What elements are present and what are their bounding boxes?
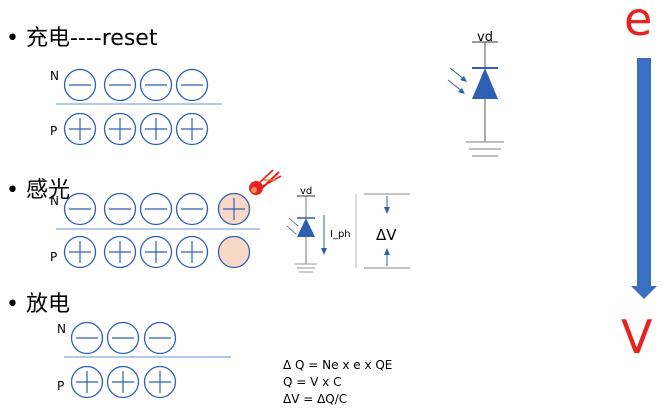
p-cell bbox=[63, 112, 97, 146]
p-cell bbox=[139, 235, 173, 269]
discharge-n-row bbox=[70, 321, 177, 355]
photocurrent-label: I_ph bbox=[330, 229, 351, 240]
n-cell bbox=[175, 192, 209, 226]
ground-icon bbox=[466, 141, 504, 157]
delta-v-label: ΔV bbox=[376, 226, 397, 244]
exposure-n-row bbox=[63, 192, 251, 226]
n-cell bbox=[70, 321, 104, 355]
n-cell bbox=[63, 192, 97, 226]
p-cell bbox=[63, 235, 97, 269]
bullet-dot: • bbox=[6, 292, 19, 317]
bullet-label: 放电 bbox=[25, 292, 70, 317]
small-photodiode-icon bbox=[286, 195, 315, 264]
bullet-exposure: • 感光 bbox=[6, 172, 70, 204]
lit-cell bbox=[217, 235, 251, 269]
capacitor-icon bbox=[355, 193, 410, 269]
n-cell bbox=[106, 321, 140, 355]
photon-comet-icon bbox=[249, 169, 282, 195]
n-layer-label-1: N bbox=[50, 69, 59, 83]
p-cell bbox=[175, 235, 209, 269]
n-cell bbox=[175, 68, 209, 102]
n-cell bbox=[139, 192, 173, 226]
p-cell bbox=[103, 112, 137, 146]
small-ground-icon bbox=[295, 263, 317, 273]
electron-letter: e bbox=[624, 0, 653, 46]
p-cell bbox=[103, 235, 137, 269]
pixel-supply-label: vd bbox=[477, 30, 493, 45]
bullet-label: 充电----reset bbox=[25, 26, 158, 51]
reset-n-row bbox=[63, 68, 209, 102]
p-cell bbox=[70, 365, 104, 399]
bullet-dot: • bbox=[6, 178, 19, 203]
p-layer-label-2: P bbox=[50, 250, 58, 264]
bullet-charge-reset: • 充电----reset bbox=[6, 20, 157, 52]
equation-charge: Δ Q = Ne x e x QE bbox=[283, 358, 393, 372]
p-layer-label-3: P bbox=[57, 379, 65, 393]
delta-v-arrows bbox=[384, 196, 390, 266]
equation-voltage: ΔV = ΔQ/C bbox=[283, 392, 348, 406]
n-cell bbox=[63, 68, 97, 102]
n-cell bbox=[103, 68, 137, 102]
bullet-discharge: • 放电 bbox=[6, 286, 70, 318]
n-cell bbox=[103, 192, 137, 226]
equation-capacitance: Q = V x C bbox=[283, 375, 342, 389]
bullet-dot: • bbox=[6, 26, 19, 51]
exposure-p-row bbox=[63, 235, 251, 269]
p-cell bbox=[139, 112, 173, 146]
p-cell bbox=[143, 365, 177, 399]
n-cell bbox=[143, 321, 177, 355]
small-supply-label: vd bbox=[300, 186, 313, 197]
n-layer-label-2: N bbox=[50, 194, 59, 208]
lit-cell bbox=[217, 192, 251, 226]
p-layer-label-1: P bbox=[50, 124, 58, 138]
reset-p-row bbox=[63, 112, 209, 146]
voltage-letter: V bbox=[621, 310, 653, 364]
arrow-down-icon bbox=[631, 58, 657, 299]
photocurrent-arrow bbox=[321, 215, 327, 255]
photodiode-icon bbox=[447, 41, 498, 142]
n-layer-label-3: N bbox=[57, 322, 66, 336]
discharge-p-row bbox=[70, 365, 177, 399]
n-cell bbox=[139, 68, 173, 102]
p-cell bbox=[106, 365, 140, 399]
bullet-label: 感光 bbox=[25, 178, 70, 203]
p-cell bbox=[175, 112, 209, 146]
